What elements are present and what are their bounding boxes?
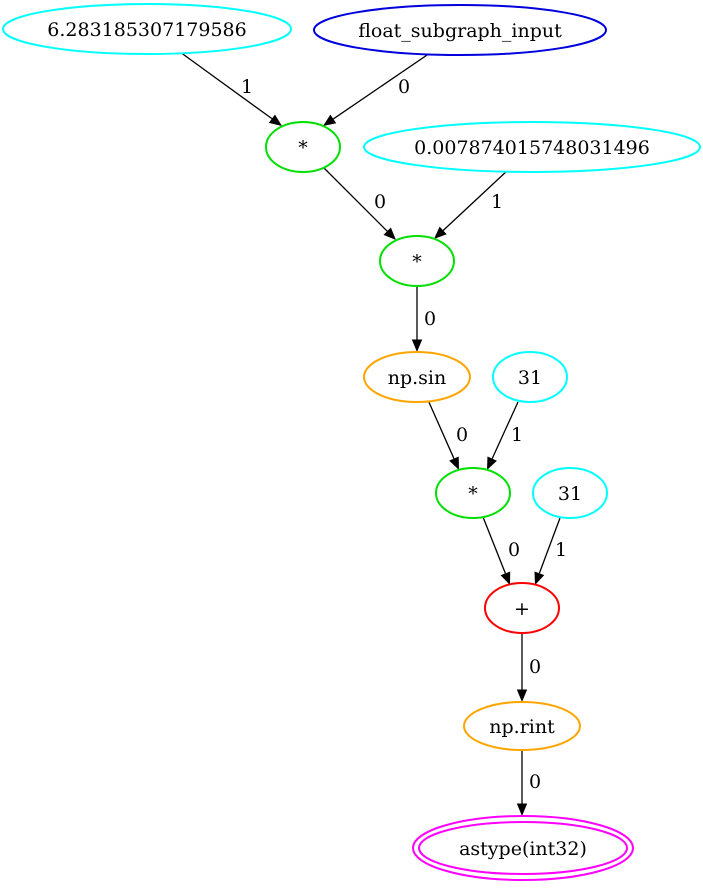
node-label: astype(int32) — [459, 838, 587, 860]
edge-line — [491, 401, 519, 459]
node-const-31-b: 31 — [532, 467, 608, 519]
arrowhead-icon — [534, 571, 545, 585]
edge-label: 0 — [398, 76, 410, 98]
arrowhead-icon — [516, 689, 528, 702]
node-ellipse — [492, 351, 568, 403]
node-inner-ellipse — [418, 821, 628, 875]
edge-line — [427, 399, 455, 459]
node-ellipse — [435, 467, 511, 519]
edge-np-rint-to-astype-int32: 0 — [516, 750, 541, 816]
node-np-sin: np.sin — [363, 351, 471, 403]
node-label: + — [514, 598, 530, 620]
edge-label: 0 — [529, 771, 541, 793]
node-label: np.rint — [489, 716, 555, 738]
edge-const-0.00787-to-multiply-2: 1 — [434, 169, 509, 239]
arrowhead-icon — [516, 803, 528, 816]
node-label: np.sin — [388, 367, 447, 389]
node-label: 6.283185307179586 — [47, 19, 246, 41]
arrowhead-icon — [383, 227, 396, 240]
node-label: 0.007874015748031496 — [414, 137, 650, 159]
edge-const-31-a-to-multiply-3: 1 — [487, 401, 523, 470]
node-label: float_subgraph_input — [358, 20, 562, 42]
edge-np-sin-to-multiply-3: 0 — [427, 399, 468, 470]
arrowhead-icon — [411, 339, 423, 352]
arrowhead-icon — [487, 456, 497, 470]
node-multiply-1: * — [265, 121, 341, 173]
edge-float-subgraph-input-to-multiply-1: 0 — [323, 52, 431, 126]
node-ellipse — [265, 121, 341, 173]
edge-line — [323, 167, 388, 232]
edge-label: 0 — [424, 308, 436, 330]
edge-label: 1 — [491, 191, 503, 213]
node-ellipse — [2, 3, 292, 55]
node-add: + — [484, 582, 560, 634]
edge-label: 1 — [555, 539, 567, 561]
edge-label: 0 — [456, 424, 468, 446]
node-ellipse — [363, 121, 701, 173]
edge-label: 0 — [508, 539, 520, 561]
edge-label: 0 — [374, 191, 386, 213]
node-label: 31 — [558, 483, 582, 505]
edge-const-31-b-to-add: 1 — [534, 517, 567, 585]
node-ellipse — [532, 467, 608, 519]
arrowhead-icon — [500, 571, 511, 585]
node-label: * — [468, 483, 478, 505]
node-float-subgraph-input: float_subgraph_input — [313, 4, 607, 56]
node-np-rint: np.rint — [463, 701, 581, 751]
edge-multiply-2-to-np-sin: 0 — [411, 286, 436, 352]
edge-multiply-1-to-multiply-2: 0 — [323, 167, 396, 240]
node-multiply-3: * — [435, 467, 511, 519]
node-astype-int32: astype(int32) — [412, 815, 634, 881]
arrowhead-icon — [268, 114, 282, 126]
arrowhead-icon — [323, 114, 337, 126]
node-label: * — [412, 251, 422, 273]
node-const-0.00787: 0.007874015748031496 — [363, 121, 701, 173]
node-label: * — [298, 137, 308, 159]
edge-multiply-3-to-add: 0 — [482, 516, 520, 585]
node-const-tau: 6.283185307179586 — [2, 3, 292, 55]
edge-label: 0 — [529, 656, 541, 678]
edge-line — [179, 51, 273, 120]
node-ellipse — [484, 582, 560, 634]
node-multiply-2: * — [379, 235, 455, 287]
node-label: 31 — [518, 367, 542, 389]
node-ellipse — [313, 4, 607, 56]
edge-label: 1 — [511, 424, 523, 446]
edge-label: 1 — [241, 76, 253, 98]
node-const-31-a: 31 — [492, 351, 568, 403]
edge-line — [538, 517, 561, 574]
edge-line — [442, 169, 509, 231]
arrowhead-icon — [449, 456, 459, 470]
node-ellipse — [412, 815, 634, 881]
edge-line — [332, 52, 431, 120]
node-ellipse — [363, 351, 471, 403]
node-ellipse — [463, 701, 581, 751]
edge-add-to-np-rint: 0 — [516, 633, 541, 702]
edge-const-tau-to-multiply-1: 1 — [179, 51, 282, 126]
edge-line — [482, 516, 506, 574]
node-ellipse — [379, 235, 455, 287]
arrowhead-icon — [434, 226, 447, 239]
